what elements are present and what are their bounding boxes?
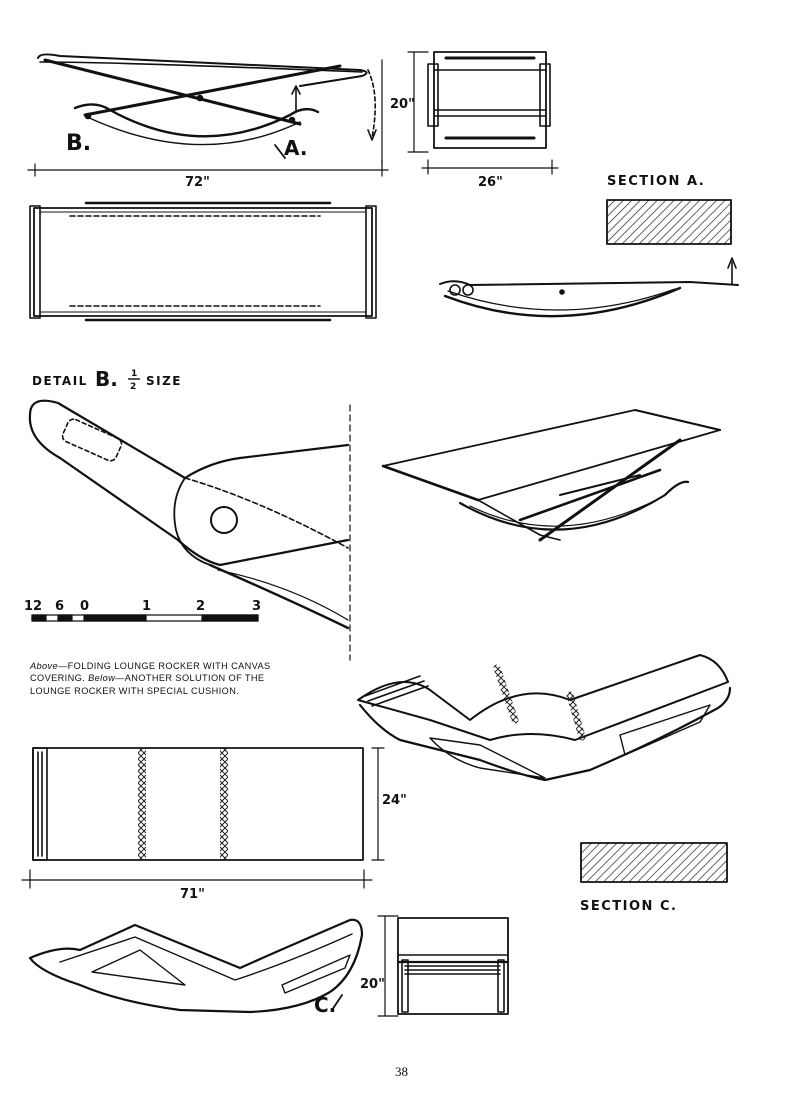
- dim-72-label: 72": [185, 175, 210, 190]
- figure-caption: Above—FOLDING LOUNGE ROCKER WITH CANVAS …: [30, 660, 300, 697]
- dim-26-line: [421, 159, 559, 175]
- dim-20-end-label: 20": [390, 97, 415, 112]
- cushion-plan-view: [32, 747, 364, 861]
- cushion-end-elevation: [396, 917, 510, 1015]
- dim-26-label: 26": [478, 175, 503, 190]
- page-number: 38: [395, 1064, 408, 1079]
- dim-20-bottom-label: 20": [360, 977, 385, 992]
- rocker-plan-view: [29, 201, 377, 322]
- scale-label-12: 12: [24, 599, 42, 614]
- rocker-perspective: [381, 409, 721, 542]
- detail-b-letter: B.: [95, 367, 118, 391]
- scale-label-3: 3: [252, 599, 261, 614]
- dim-72-line: [27, 59, 389, 177]
- section-a-hatch: [606, 199, 732, 245]
- dim-20-bottom-line: [377, 915, 399, 1017]
- section-a-label: SECTION A.: [607, 174, 705, 189]
- rocker-end-elevation: [427, 51, 551, 149]
- section-c-label: SECTION C.: [580, 899, 677, 914]
- caption-below-text: —ANOTHER SOLUTION OF THE LOUNGE ROCKER W…: [30, 673, 265, 696]
- cushion-rocker-perspective: [357, 654, 732, 782]
- caption-above-word: Above: [30, 661, 59, 671]
- scale-bar: [31, 614, 259, 622]
- detail-b-drawing: [28, 399, 351, 661]
- scale-label-0: 0: [80, 599, 89, 614]
- detail-b-prefix: DETAIL: [32, 374, 88, 388]
- rocker-folded-view: [439, 257, 739, 318]
- cushion-side-elevation: [28, 918, 364, 1014]
- detail-b-suffix: SIZE: [146, 374, 182, 388]
- scale-label-6: 6: [55, 599, 64, 614]
- dim-20-end-line: [407, 51, 429, 153]
- dim-24-line: [371, 747, 385, 861]
- dim-71-line: [21, 869, 373, 889]
- label-b: B.: [66, 131, 91, 156]
- dim-24-label: 24": [382, 793, 407, 808]
- scale-label-2: 2: [196, 599, 205, 614]
- section-c-hatch: [580, 842, 728, 883]
- rocker-side-elevation: [37, 53, 377, 159]
- caption-below-word: Below: [88, 673, 116, 684]
- label-a: A.: [284, 136, 307, 160]
- dim-71-label: 71": [180, 887, 205, 902]
- detail-b-frac-num: 1: [131, 369, 137, 379]
- scale-label-1: 1: [142, 599, 151, 614]
- label-c: C.: [314, 993, 336, 1017]
- caption-above-text: —FOLDING LOUNGE ROCKER WITH CANVAS COVER…: [30, 661, 271, 684]
- detail-b-frac-den: 2: [130, 382, 136, 392]
